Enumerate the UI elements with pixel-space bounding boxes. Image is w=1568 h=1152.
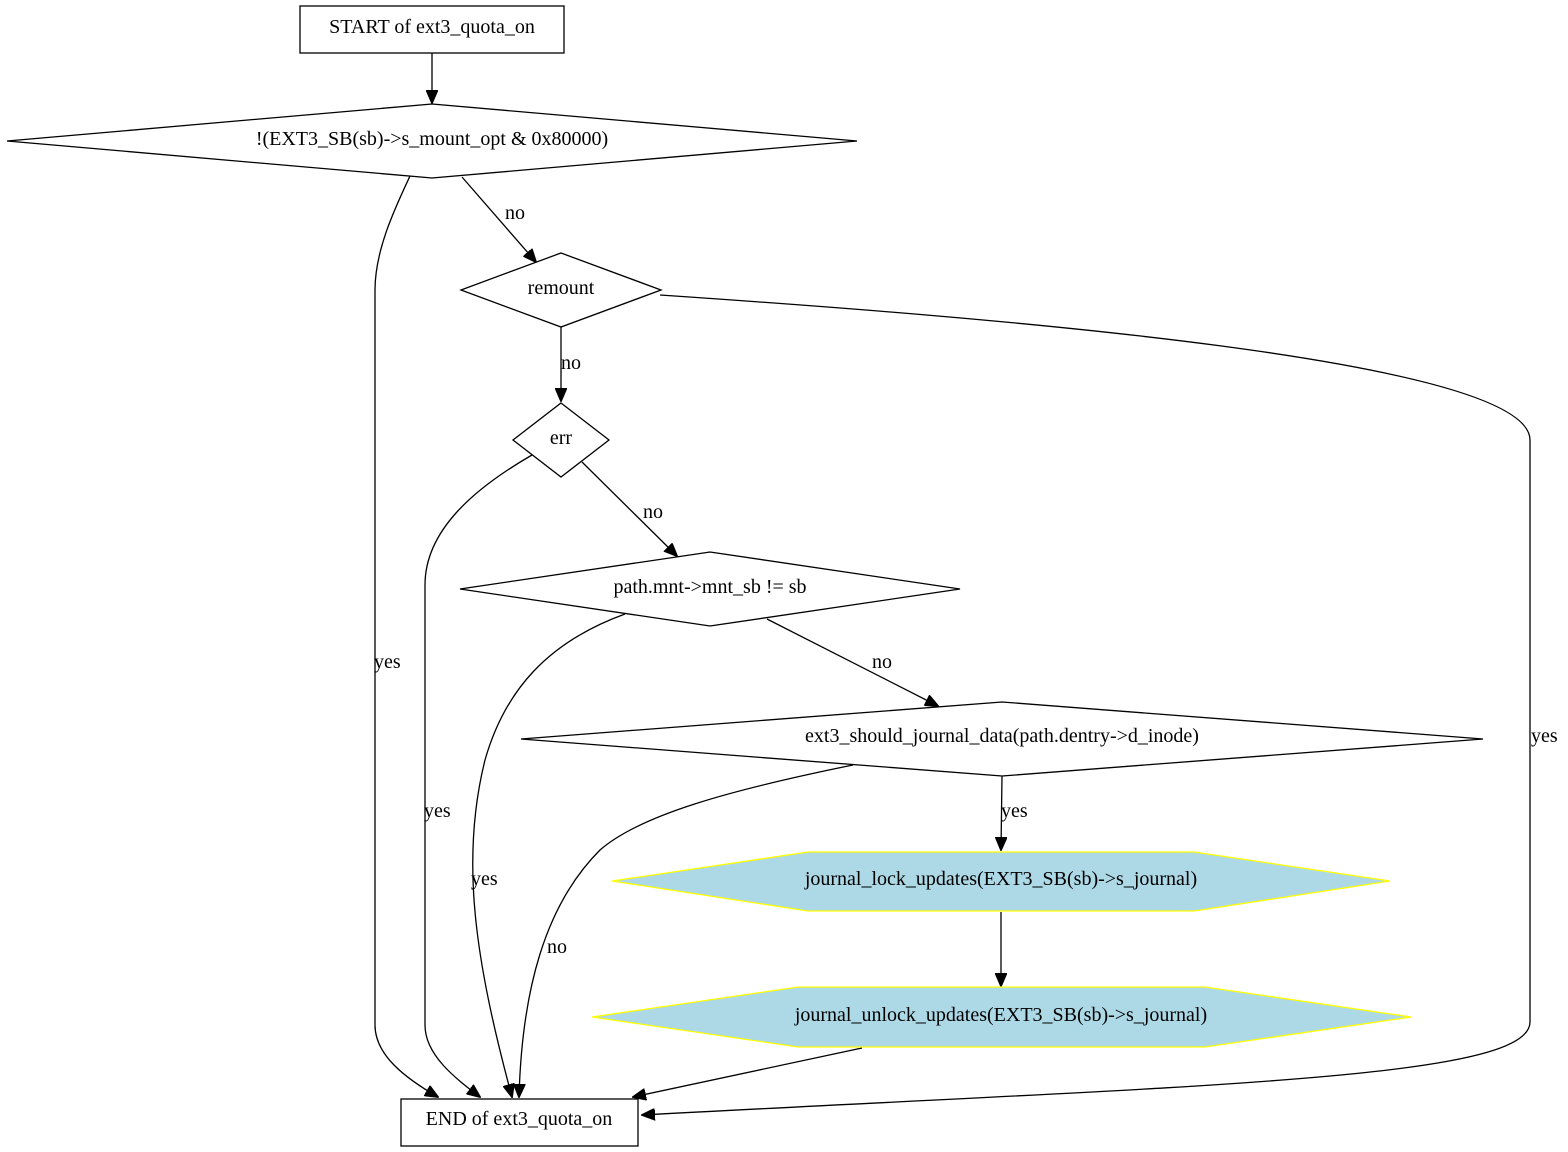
edge-unlock-to-end — [633, 1047, 863, 1097]
edge-mount-opt-yes — [374, 175, 438, 1097]
start-node-label: START of ext3_quota_on — [329, 16, 535, 38]
edge-err-yes — [424, 454, 533, 1097]
edge-journal-data-no — [519, 764, 854, 1097]
edge-journal-data-yes — [1001, 775, 1002, 850]
label-mnt-sb-yes: yes — [471, 868, 498, 890]
decision-remount: remount — [459, 252, 663, 328]
edge-mount-opt-no — [461, 176, 536, 262]
operation-lock-updates: journal_lock_updates(EXT3_SB(sb)->s_jour… — [611, 851, 1391, 912]
decision-mount-opt: !(EXT3_SB(sb)->s_mount_opt & 0x80000) — [6, 103, 858, 179]
label-mount-opt-no: no — [505, 202, 525, 224]
label-mnt-sb-no: no — [872, 651, 892, 673]
end-node: END of ext3_quota_on — [400, 1098, 639, 1147]
edge-mnt-sb-no — [766, 618, 938, 706]
edge-err-no — [581, 461, 677, 556]
label-remount-no: no — [561, 352, 581, 374]
decision-mnt-sb-label: path.mnt->mnt_sb != sb — [613, 576, 806, 598]
label-remount-yes: yes — [1531, 725, 1558, 747]
label-mount-opt-yes: yes — [374, 651, 401, 673]
operation-lock-updates-label: journal_lock_updates(EXT3_SB(sb)->s_jour… — [804, 868, 1197, 890]
decision-err: err — [511, 402, 611, 478]
edges — [374, 53, 1531, 1115]
nodes: START of ext3_quota_on !(EXT3_SB(sb)->s_… — [6, 5, 1484, 1147]
decision-journal-data-label: ext3_should_journal_data(path.dentry->d_… — [805, 725, 1199, 747]
decision-mount-opt-label: !(EXT3_SB(sb)->s_mount_opt & 0x80000) — [256, 128, 608, 150]
decision-mnt-sb: path.mnt->mnt_sb != sb — [459, 551, 961, 627]
edge-labels: yes no yes no yes no yes no yes no — [374, 202, 1558, 958]
edge-mnt-sb-yes — [472, 613, 626, 1097]
end-node-label: END of ext3_quota_on — [426, 1108, 613, 1130]
decision-remount-label: remount — [528, 277, 595, 299]
edge-remount-yes — [642, 294, 1531, 1115]
decision-err-label: err — [550, 427, 573, 449]
operation-unlock-updates-label: journal_unlock_updates(EXT3_SB(sb)->s_jo… — [794, 1004, 1207, 1026]
label-err-no: no — [643, 501, 663, 523]
operation-unlock-updates: journal_unlock_updates(EXT3_SB(sb)->s_jo… — [591, 986, 1412, 1048]
label-err-yes: yes — [424, 800, 451, 822]
decision-journal-data: ext3_should_journal_data(path.dentry->d_… — [520, 701, 1484, 777]
label-journal-data-yes: yes — [1001, 800, 1028, 822]
start-node: START of ext3_quota_on — [299, 5, 565, 54]
label-journal-data-no: no — [547, 936, 567, 958]
